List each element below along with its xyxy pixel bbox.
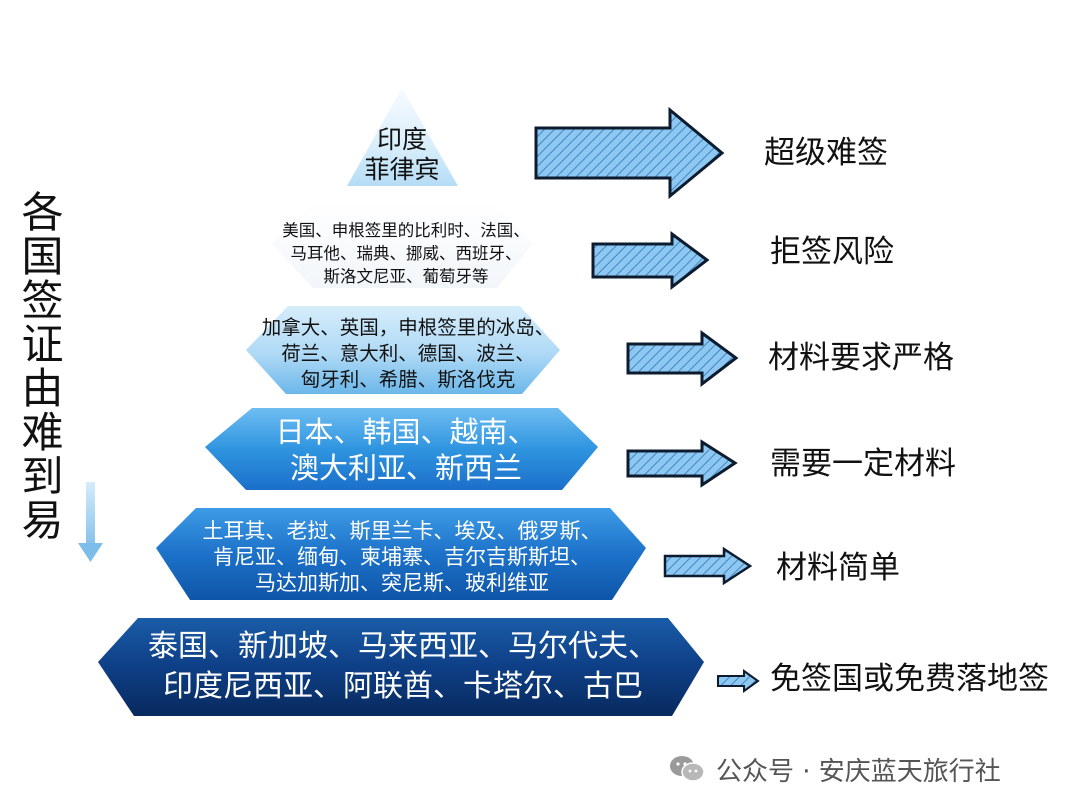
- tier-5-shape: [98, 618, 704, 716]
- tier-5-line-1: 印度尼西亚、阿联酋、卡塔尔、古巴: [163, 669, 643, 704]
- tier-2-line-1: 荷兰、意大利、德国、波兰、: [281, 342, 535, 365]
- label-1: 拒签风险: [770, 234, 894, 270]
- tier-3-shape: [205, 408, 598, 490]
- wechat-icon: [670, 756, 705, 782]
- tier-4-line-1: 肯尼亚、缅甸、柬埔寨、吉尔吉斯斯坦、: [213, 545, 591, 569]
- tier-1: 美国、申根签里的比利时、法国、 马耳他、瑞典、挪威、西班牙、 斯洛文尼亚、葡萄牙…: [272, 200, 532, 288]
- tier-1-line-2: 斯洛文尼亚、葡萄牙等: [324, 267, 489, 286]
- label-0: 超级难签: [764, 135, 888, 171]
- tier-5: 泰国、新加坡、马来西亚、马尔代夫、 印度尼西亚、阿联酋、卡塔尔、古巴: [98, 618, 704, 716]
- down-arrow-icon: [78, 482, 103, 562]
- tier-2-line-2: 匈牙利、希腊、斯洛伐克: [301, 368, 516, 391]
- tier-1-shape: [272, 200, 532, 288]
- tier-1-line-1: 马耳他、瑞典、挪威、西班牙、: [291, 244, 522, 263]
- tier-2-shape: [246, 306, 560, 394]
- tier-4-shape: [156, 508, 646, 600]
- tier-3-line-1: 澳大利亚、新西兰: [290, 451, 522, 485]
- watermark: 公众号 · 安庆蓝天旅行社: [668, 748, 1001, 790]
- tier-0-shape: [347, 88, 458, 186]
- tier-2: 加拿大、英国，申根签里的冰岛、 荷兰、意大利、德国、波兰、 匈牙利、希腊、斯洛伐…: [246, 306, 560, 394]
- tier-2-line-0: 加拿大、英国，申根签里的冰岛、: [262, 316, 555, 339]
- arrow-4-icon: [663, 546, 753, 586]
- label-5: 免签国或免费落地签: [770, 661, 1049, 697]
- tier-4-line-2: 马达加斯加、突尼斯、玻利维亚: [255, 571, 549, 595]
- tier-0-line-1: 菲律宾: [364, 155, 439, 184]
- label-3: 需要一定材料: [770, 446, 956, 482]
- arrow-3-icon: [626, 439, 738, 488]
- tier-3: 日本、韩国、越南、 澳大利亚、新西兰: [205, 408, 598, 490]
- tier-0: 印度 菲律宾: [347, 88, 458, 186]
- side-title: 各国签证由难到易: [15, 190, 64, 542]
- watermark-text: 公众号 · 安庆蓝天旅行社: [716, 756, 1001, 787]
- label-4: 材料简单: [776, 550, 900, 586]
- arrow-1-icon: [591, 231, 710, 291]
- arrow-5-icon: [717, 669, 760, 693]
- label-2: 材料要求严格: [768, 340, 954, 376]
- tier-0-line-0: 印度: [377, 125, 427, 154]
- tier-4-line-0: 土耳其、老挝、斯里兰卡、埃及、俄罗斯、: [203, 519, 602, 543]
- arrow-0-icon: [534, 106, 725, 200]
- tier-4: 土耳其、老挝、斯里兰卡、埃及、俄罗斯、 肯尼亚、缅甸、柬埔寨、吉尔吉斯斯坦、 马…: [156, 508, 646, 600]
- tier-5-line-0: 泰国、新加坡、马来西亚、马尔代夫、: [148, 629, 658, 664]
- tier-1-line-0: 美国、申根签里的比利时、法国、: [282, 221, 530, 240]
- tier-3-line-0: 日本、韩国、越南、: [275, 415, 536, 449]
- arrow-2-icon: [626, 330, 739, 388]
